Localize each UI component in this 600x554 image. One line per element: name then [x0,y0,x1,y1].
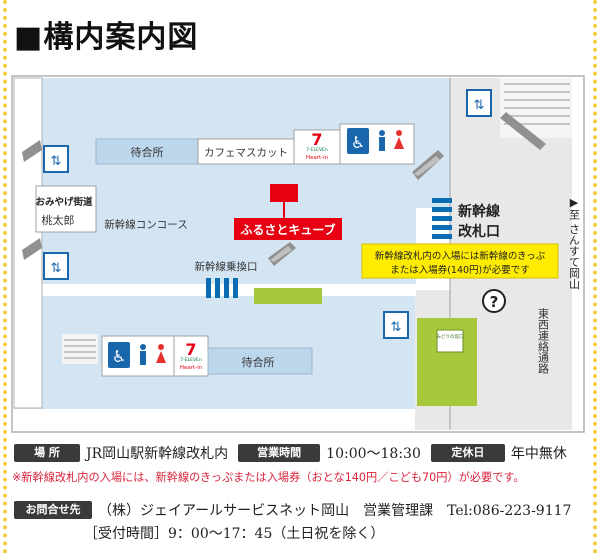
svg-text:7: 7 [311,130,322,149]
omiyage-box [35,185,97,233]
place-value: JR岡山駅新幹線改札内 [86,446,229,462]
heart-in-top: Heart-in [306,155,329,161]
green-sign-label: みどりの窓口 [437,333,464,340]
waiting-room-bottom-label: 待合所 [242,355,275,369]
svg-text:⇅: ⇅ [51,154,62,169]
escalator-icon [412,150,444,180]
to-sunsute-label: ▶至 さんすて岡山 [568,196,581,290]
waiting-room-bottom-box [207,347,313,375]
gate-note-line-1: 新幹線改札内の入場には新幹線のきっぷ [375,250,546,262]
waiting-room-top-label: 待合所 [131,145,164,159]
escalator-icon [268,242,296,266]
escalator-icon [22,238,42,260]
svg-text:⇅: ⇅ [51,261,62,276]
info-icon [482,289,506,313]
wheelchair-icon: ♿ [108,342,130,368]
escalator-icon [22,140,42,162]
place-label: 場 所 [14,444,80,462]
admission-notice: ※新幹線改札内の入場には、新幹線のきっぷまたは入場券（おとな140円／こども70… [12,471,525,484]
east-west-label: 東西連絡通路 [537,308,550,375]
green-sign-box [436,329,464,353]
elevator-icon: ⇅ [383,311,409,339]
inquiry-value: （株）ジェイアールサービスネット岡山 営業管理課 Tel:086-223-911… [98,503,572,519]
momotaro-label: 桃太郎 [42,213,75,227]
stairs-icon [62,334,98,364]
transfer-gate-label: 新幹線乗換口 [195,260,258,273]
svg-text:♿: ♿ [112,347,126,366]
seven-eleven-bottom-box [173,335,209,377]
furusato-sign [234,218,342,240]
wheelchair-icon: ♿ [347,128,369,154]
svg-text:⇅: ⇅ [391,320,402,335]
info-mark: ? [490,293,499,311]
stairs-icon [500,78,572,138]
green-strip [254,288,322,304]
svg-text:♿: ♿ [351,133,365,152]
furusato-label: ふるさとキューブ [240,222,335,237]
closed-label: 定休日 [430,444,505,462]
elevator-icon: ⇅ [43,145,69,173]
svg-text:⇅: ⇅ [474,98,485,113]
page-title: ■構内案内図 [14,20,199,55]
info-row-place: 場 所 JR岡山駅新幹線改札内 営業時間 10:00～18:30 定休日 年中無… [14,443,567,463]
closed-value: 年中無休 [510,446,567,462]
cafe-label: カフェマスカット [204,147,288,159]
elevator-icon: ⇅ [43,252,69,280]
ticket-gate-label-1: 新幹線 [458,203,500,220]
seven-eleven-top-logo: 7 7-ELEVEn Heart-in [306,130,329,161]
gate-note-line-2: または入場券(140円)が必要です [390,264,530,276]
cafe-box [197,138,295,165]
svg-text:7: 7 [185,340,196,359]
info-row-inquiry: お問合せ先 （株）ジェイアールサービスネット岡山 営業管理課 Tel:086-2… [14,500,571,520]
seven-eleven-bottom-logo: 7 7-ELEVEn Heart-in [180,340,203,371]
restroom-icon [140,344,166,365]
restroom-icon [373,128,407,154]
elevator-icon: ⇅ [466,89,492,117]
ticket-gate-label-2: 改札口 [458,223,500,240]
inquiry-label: お問合せ先 [14,501,92,519]
hours-value: 10:00～18:30 [326,446,421,462]
seven-eleven-top-brand: 7-ELEVEn [306,147,328,153]
hours-label: 営業時間 [238,444,321,462]
transfer-gate-bars [206,278,238,298]
floor-concourse [14,78,416,284]
furusato-booth [270,184,298,202]
seven-eleven-top-box [293,129,341,165]
inquiry-hours: ［受付時間］9：00～17：45（土日祝を除く） [84,526,385,542]
seven-eleven-bottom-brand: 7-ELEVEn [180,357,202,363]
gate-note-box [361,243,559,279]
ticket-gate-bars [432,198,452,239]
heart-in-bottom: Heart-in [180,365,203,371]
escalator-icon [500,112,546,150]
omiyage-label: おみやげ街道 [35,196,93,208]
concourse-label: 新幹線コンコース [104,218,187,231]
